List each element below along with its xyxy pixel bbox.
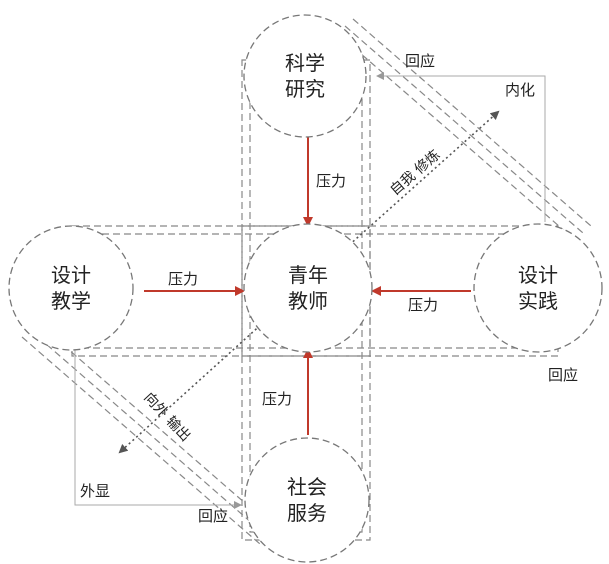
node-center-line-1: 青年 bbox=[288, 263, 328, 287]
label-feedback-right: 回应 bbox=[548, 366, 578, 384]
label-feedback-top: 回应 bbox=[405, 52, 435, 70]
node-service: 社会 服务 bbox=[244, 437, 370, 563]
node-research-line-1: 科学 bbox=[285, 51, 325, 75]
top-right-band-line-2 bbox=[352, 18, 592, 227]
node-service-line-2: 服务 bbox=[287, 501, 327, 525]
node-teaching-line-1: 设计 bbox=[51, 263, 91, 287]
feedback-connectors bbox=[74, 72, 546, 509]
top-right-band-line-3 bbox=[336, 32, 576, 241]
node-teaching: 设计 教学 bbox=[8, 225, 134, 351]
label-self-cultivation: 自我 修炼 bbox=[387, 147, 443, 199]
label-pressure-left: 压力 bbox=[168, 270, 198, 288]
top-right-band-line-1 bbox=[344, 25, 584, 234]
node-teaching-line-2: 教学 bbox=[51, 289, 91, 313]
growth-axis bbox=[118, 110, 500, 454]
node-practice: 设计 实践 bbox=[473, 223, 603, 353]
node-research-line-2: 研究 bbox=[285, 77, 325, 101]
diagonal-band-outlines bbox=[21, 18, 592, 545]
outward-output-arrow bbox=[118, 311, 276, 454]
bottom-left-band-line-3 bbox=[21, 336, 261, 545]
feedback-loop-bottom bbox=[74, 345, 242, 509]
feedback-loop-top bbox=[376, 72, 546, 222]
label-feedback-bottom: 回应 bbox=[198, 507, 228, 525]
pressure-arrows bbox=[144, 134, 471, 435]
label-outward-output: 向外 输出 bbox=[140, 390, 193, 445]
label-internalize: 内化 bbox=[505, 81, 535, 99]
node-practice-line-2: 实践 bbox=[518, 289, 558, 313]
self-cultivation-arrow bbox=[337, 110, 500, 256]
node-center-line-2: 教师 bbox=[288, 289, 328, 313]
label-pressure-top: 压力 bbox=[316, 172, 346, 190]
label-pressure-right: 压力 bbox=[408, 296, 438, 314]
bottom-left-band-line-1 bbox=[29, 329, 269, 538]
label-externalize: 外显 bbox=[80, 482, 110, 500]
node-practice-line-1: 设计 bbox=[518, 263, 558, 287]
node-research: 科学 研究 bbox=[243, 14, 367, 138]
node-center: 青年 教师 bbox=[243, 223, 373, 353]
label-pressure-bottom: 压力 bbox=[262, 390, 292, 408]
node-service-line-1: 社会 bbox=[287, 475, 327, 499]
bottom-left-band-line-2 bbox=[37, 322, 277, 531]
